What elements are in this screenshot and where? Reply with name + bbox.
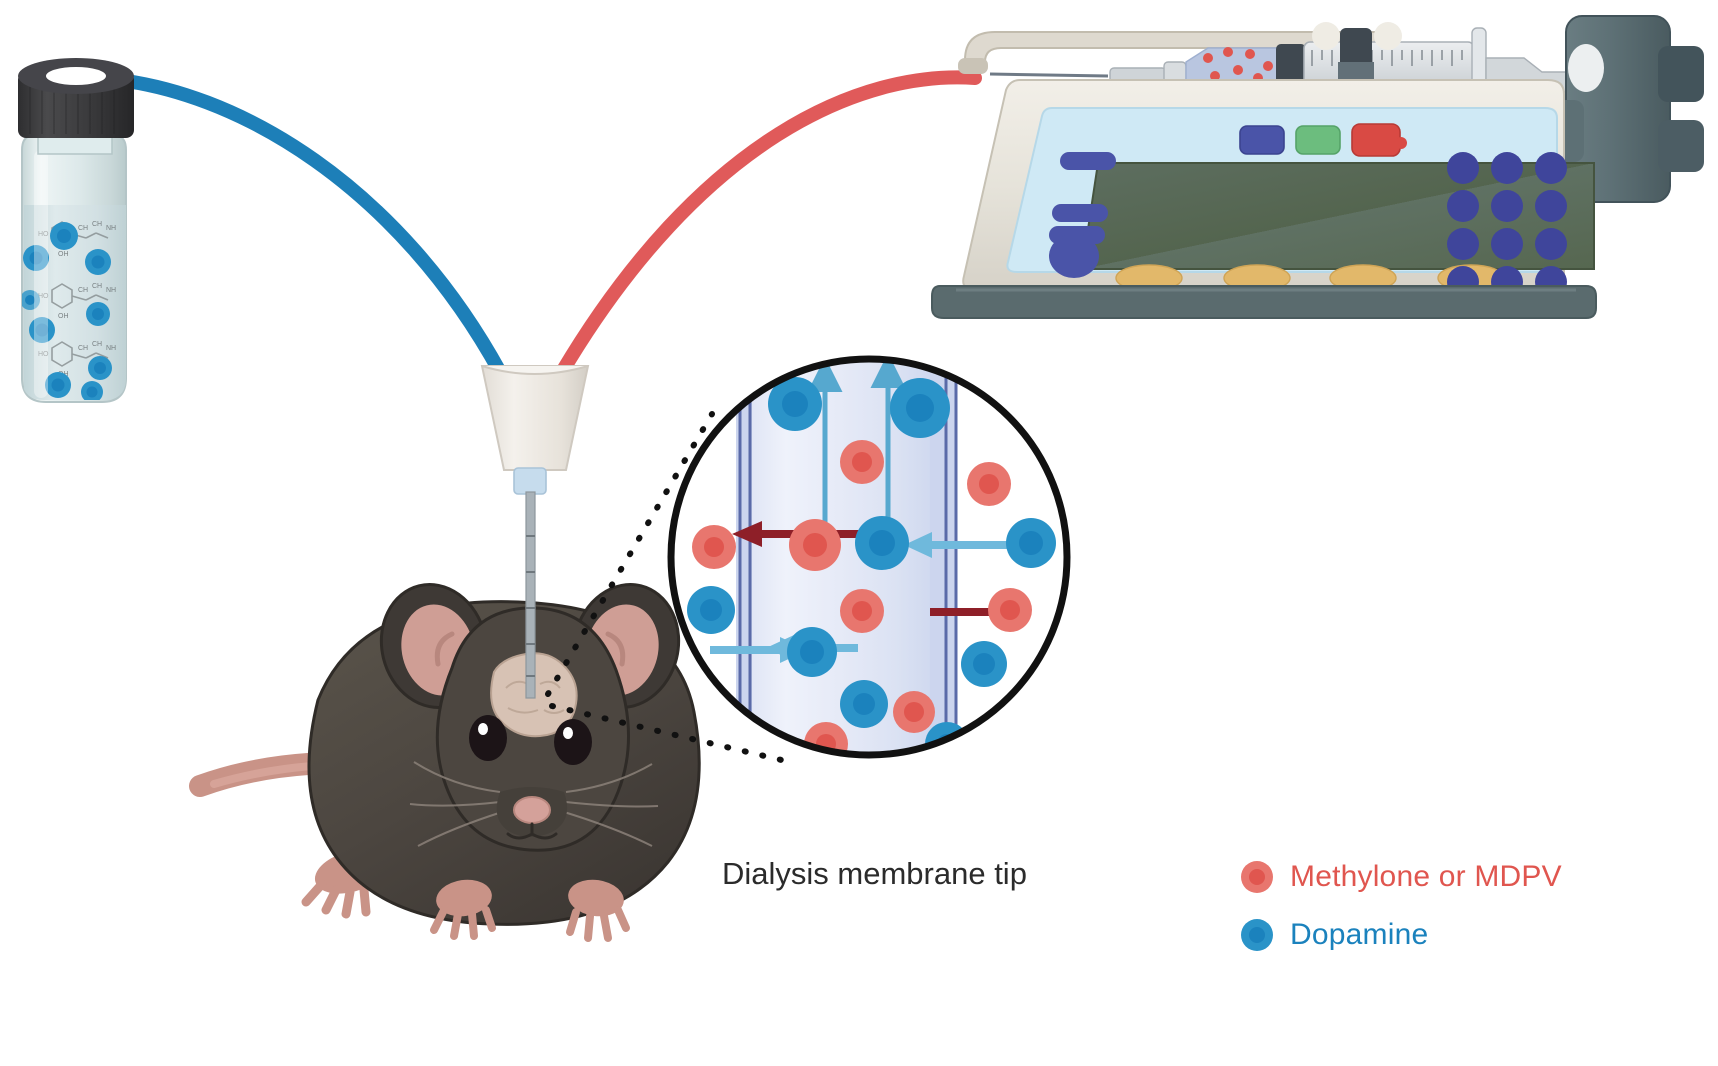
svg-text:CH: CH bbox=[92, 221, 102, 228]
mouse-whiskers bbox=[409, 761, 659, 847]
svg-text:NH: NH bbox=[106, 345, 116, 352]
svg-text:HO: HO bbox=[38, 231, 49, 238]
svg-text:CH: CH bbox=[78, 345, 88, 352]
mouse-ear-left bbox=[379, 583, 489, 709]
callout-dashed-lines bbox=[545, 411, 793, 765]
mouse-front-paw-left bbox=[430, 879, 496, 940]
mouse-front-paw-right bbox=[566, 879, 630, 942]
magnifier-outline bbox=[667, 355, 1071, 759]
mouse-eye-left bbox=[469, 715, 507, 761]
svg-text:NH: NH bbox=[106, 287, 116, 294]
pump-blue-button[interactable] bbox=[1239, 125, 1285, 155]
perfusate-flow-arrows bbox=[807, 359, 906, 532]
laboratory-mouse bbox=[189, 583, 701, 942]
callout-line-upper bbox=[545, 411, 715, 697]
probe-shaft-marks bbox=[526, 535, 535, 677]
pump-green-button[interactable] bbox=[1295, 125, 1341, 155]
svg-text:HO: HO bbox=[38, 293, 49, 300]
svg-text:CH: CH bbox=[78, 225, 88, 232]
legend: Methylone or MDPV Dopamine bbox=[1240, 860, 1562, 952]
pump-round-button[interactable] bbox=[1049, 234, 1099, 278]
magnifier-particles bbox=[687, 377, 1056, 755]
filled-circle-icon-dopamine bbox=[1241, 919, 1273, 951]
syringe-pump[interactable] bbox=[931, 15, 1704, 319]
pump-side-button-2[interactable] bbox=[1052, 204, 1108, 222]
legend-label-methylone: Methylone or MDPV bbox=[1290, 860, 1562, 893]
red-outlet-tube bbox=[555, 70, 982, 379]
svg-text:CH: CH bbox=[92, 283, 102, 290]
mouse-nose bbox=[513, 796, 551, 824]
legend-item-dopamine: Dopamine bbox=[1240, 918, 1562, 952]
microdialysis-probe bbox=[480, 365, 590, 699]
svg-text:NH: NH bbox=[106, 225, 116, 232]
pump-base bbox=[931, 285, 1597, 319]
vial-cap[interactable] bbox=[18, 58, 134, 138]
svg-text:HO: HO bbox=[38, 351, 49, 358]
legend-item-methylone: Methylone or MDPV bbox=[1240, 860, 1562, 894]
probe-collar bbox=[513, 467, 547, 495]
pump-side-button-1[interactable] bbox=[1060, 152, 1116, 170]
pump-red-button[interactable] bbox=[1351, 123, 1407, 157]
filled-circle-icon-drug bbox=[1241, 861, 1273, 893]
legend-label-dopamine: Dopamine bbox=[1290, 918, 1429, 951]
probe-body bbox=[480, 365, 590, 471]
svg-text:OH: OH bbox=[58, 313, 69, 320]
svg-text:CH: CH bbox=[78, 287, 88, 294]
svg-text:CH: CH bbox=[92, 341, 102, 348]
dialysis-membrane-tip-label: Dialysis membrane tip bbox=[722, 856, 1027, 891]
vial-dopamine-particles bbox=[22, 222, 112, 400]
svg-text:OH: OH bbox=[58, 251, 69, 258]
membrane-magnifier bbox=[667, 355, 1071, 759]
mouse-eye-right bbox=[554, 719, 592, 765]
blue-inlet-tube bbox=[93, 71, 507, 379]
probe-shaft bbox=[525, 491, 536, 699]
